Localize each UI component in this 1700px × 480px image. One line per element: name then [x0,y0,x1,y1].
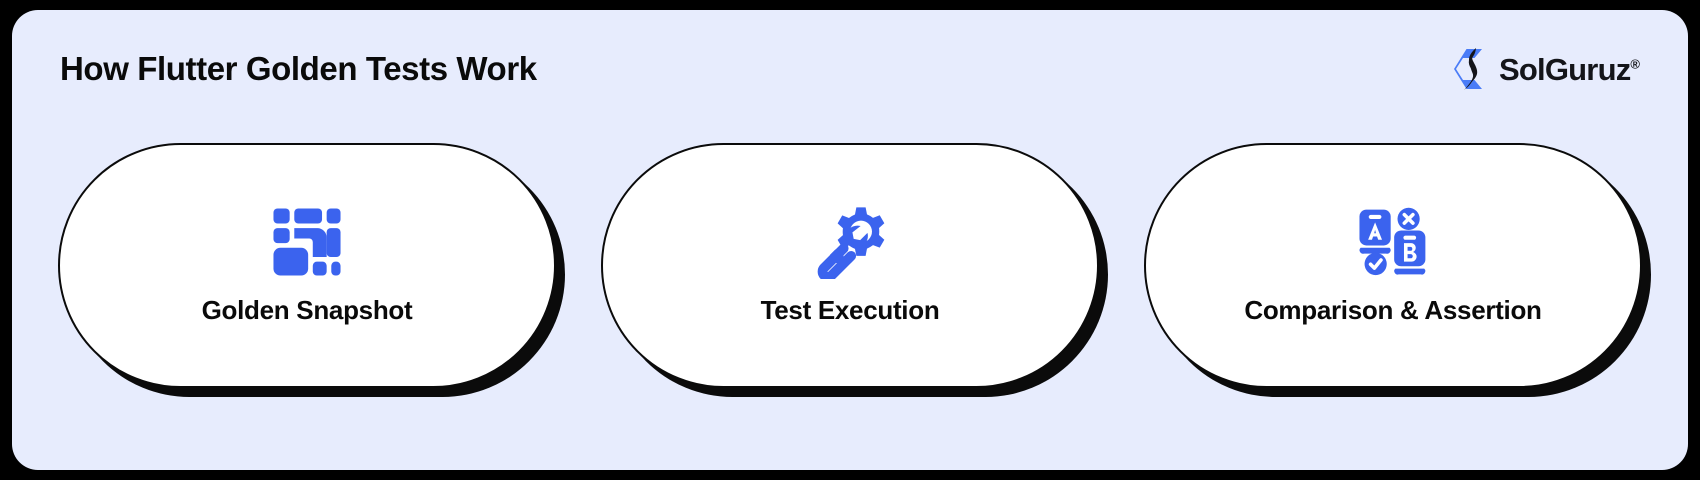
page-title: How Flutter Golden Tests Work [60,50,537,87]
logo-wordmark: SolGuruz® [1499,54,1640,85]
content-panel: How Flutter Golden Tests Work SolGuruz® [12,10,1688,470]
step-card-golden-snapshot[interactable]: Golden Snapshot [58,142,556,388]
brand-logo: SolGuruz® [1452,47,1640,91]
solguruz-logo-mark-icon [1452,47,1492,91]
steps-row: Golden Snapshot Test E [12,135,1688,395]
layout-grid-icon [270,205,344,279]
ab-compare-icon [1356,205,1430,279]
step-card-label: Golden Snapshot [201,294,413,325]
step-card-label: Comparison & Assertion [1244,294,1542,325]
step-card-test-execution[interactable]: Test Execution [601,142,1099,388]
step-card-label: Test Execution [760,294,940,325]
step-card-comparison-assertion[interactable]: Comparison & Assertion [1144,142,1642,388]
logo-wordmark-text: SolGuruz [1499,51,1631,87]
gear-wrench-icon [813,205,887,279]
header: How Flutter Golden Tests Work SolGuruz® [12,10,1688,128]
registered-trademark-icon: ® [1630,56,1640,72]
